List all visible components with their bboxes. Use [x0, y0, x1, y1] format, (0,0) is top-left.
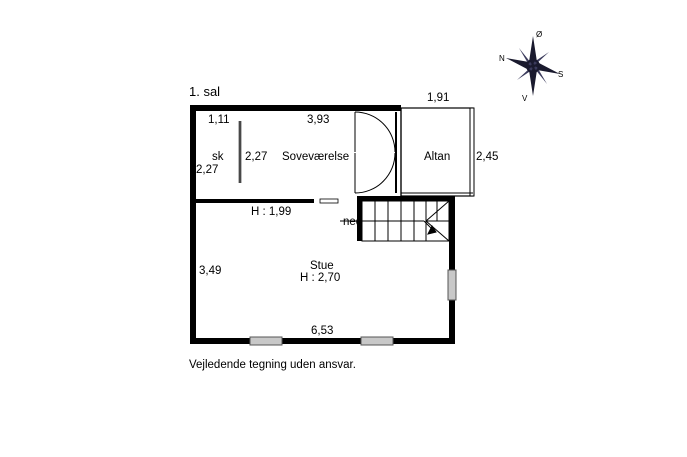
closet-depth-label: 2,27	[245, 151, 267, 163]
compass-rose-icon	[506, 36, 560, 96]
sk-depth-label: 2,27	[196, 164, 218, 176]
bedroom-width-label: 3,93	[307, 114, 329, 126]
window-right	[447, 269, 457, 301]
balcony-door-icon	[354, 111, 397, 194]
disclaimer-text: Vejledende tegning uden ansvar.	[189, 359, 356, 371]
window-bottom-right	[360, 336, 394, 346]
bedroom-name-label: Soveværelse	[282, 151, 349, 163]
compass-south-label: S	[558, 70, 563, 79]
stairs-label: ned	[343, 216, 362, 228]
compass-west-label: V	[522, 94, 528, 103]
window-bottom-left	[249, 336, 283, 346]
compass-north-label: N	[499, 54, 505, 63]
balcony-name-label: Altan	[424, 151, 450, 163]
compass-east-label: Ø	[536, 30, 542, 39]
living-room-height-label: H : 2,70	[300, 272, 340, 284]
balcony-width-label: 1,91	[427, 92, 449, 104]
interior-walls	[196, 199, 362, 241]
staircase	[340, 200, 450, 242]
balcony-depth-label: 2,45	[476, 151, 498, 163]
exterior-walls	[190, 105, 455, 344]
floor-title: 1. sal	[189, 84, 220, 99]
hall-height-label: H : 1,99	[251, 206, 291, 218]
living-room-width-label: 6,53	[311, 325, 333, 337]
sk-width-label: 1,11	[208, 114, 230, 126]
living-room-depth-label: 3,49	[199, 265, 221, 277]
sk-name-label: sk	[212, 151, 224, 163]
hall-door-icon	[319, 198, 339, 204]
living-room-name-label: Stue	[310, 260, 334, 272]
balcony-outline	[400, 107, 475, 197]
